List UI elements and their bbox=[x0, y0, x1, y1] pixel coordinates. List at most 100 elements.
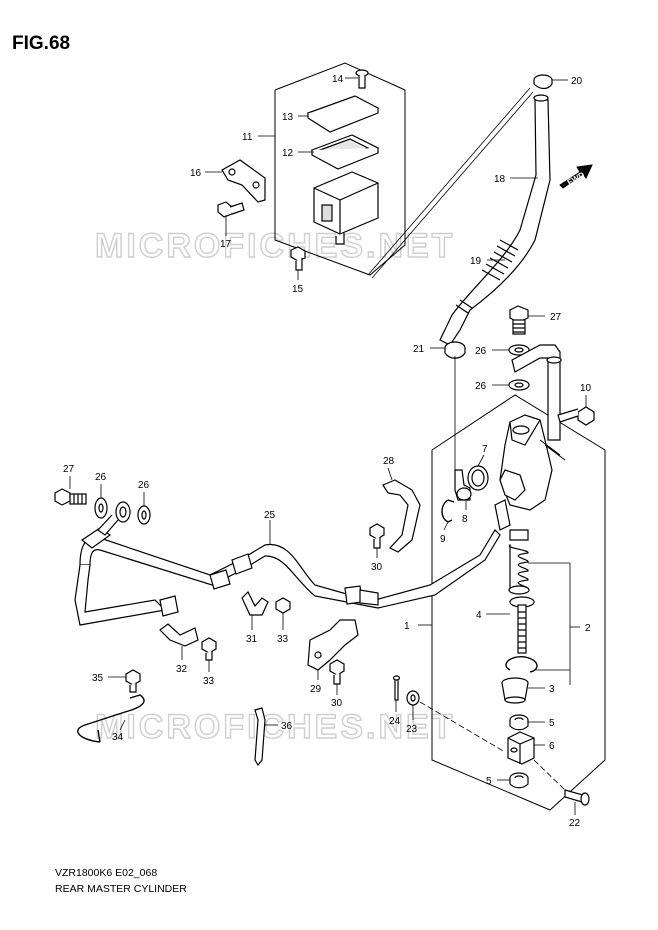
callout-26-left-1: 26 bbox=[95, 472, 107, 483]
callout-33-upper: 33 bbox=[277, 634, 289, 645]
figure-title: FIG.68 bbox=[12, 33, 71, 54]
callout-33-lower: 33 bbox=[203, 676, 215, 687]
clamp-32 bbox=[159, 623, 199, 647]
boot-3 bbox=[501, 677, 529, 704]
washer-26-lower bbox=[508, 379, 530, 391]
union-bolt-27-left bbox=[54, 488, 87, 506]
circlip-9 bbox=[441, 499, 455, 523]
callout-6: 6 bbox=[549, 741, 555, 752]
bolt-35 bbox=[125, 669, 141, 693]
forward-arrow-icon: FWD bbox=[559, 164, 593, 189]
bracket-28 bbox=[382, 479, 421, 553]
reservoir-cap bbox=[306, 95, 380, 133]
callout-30-lower: 30 bbox=[331, 698, 343, 709]
callout-24: 24 bbox=[389, 716, 401, 727]
callout-13: 13 bbox=[282, 112, 294, 123]
cotter-pin-24 bbox=[392, 675, 401, 701]
o-ring-7 bbox=[467, 465, 489, 491]
callout-21: 21 bbox=[413, 344, 425, 355]
callout-10: 10 bbox=[580, 383, 592, 394]
banjo-fitting-left bbox=[97, 501, 131, 536]
callout-31: 31 bbox=[246, 634, 258, 645]
piston-spring bbox=[508, 529, 530, 595]
screw-14 bbox=[355, 69, 369, 89]
callout-22: 22 bbox=[569, 818, 581, 829]
reservoir-tank bbox=[313, 171, 379, 245]
callout-27-left: 27 bbox=[63, 464, 75, 475]
clamp-31 bbox=[241, 590, 269, 616]
supply-hose bbox=[439, 94, 551, 346]
callout-1: 1 bbox=[404, 621, 410, 632]
master-cylinder-group-box bbox=[431, 394, 606, 811]
cable-tie-36 bbox=[254, 707, 266, 767]
washer-26-left-1 bbox=[94, 497, 108, 519]
callout-12: 12 bbox=[282, 148, 294, 159]
push-rod-4 bbox=[509, 596, 535, 654]
washer-26-left-2 bbox=[137, 505, 151, 525]
bolt-10 bbox=[557, 406, 595, 426]
callout-26-upper: 26 bbox=[475, 346, 487, 357]
callout-28: 28 bbox=[383, 456, 395, 467]
callout-30-upper: 30 bbox=[371, 562, 383, 573]
pin-22 bbox=[564, 789, 590, 806]
callout-32: 32 bbox=[176, 664, 188, 675]
leader-lines bbox=[69, 77, 587, 815]
bracket-16 bbox=[221, 159, 266, 203]
part-group-name: REAR MASTER CYLINDER bbox=[55, 883, 187, 895]
clevis-6 bbox=[507, 731, 535, 765]
watermark-bottom: MICROFICHES.NET bbox=[95, 708, 455, 746]
master-cylinder-body bbox=[494, 414, 566, 531]
bracket-29 bbox=[307, 619, 359, 671]
callout-26-lower: 26 bbox=[475, 381, 487, 392]
callout-15: 15 bbox=[292, 284, 304, 295]
pin-axis-line bbox=[419, 701, 506, 753]
callout-17: 17 bbox=[220, 239, 232, 250]
reservoir-diaphragm bbox=[310, 134, 380, 170]
callout-18: 18 bbox=[494, 174, 506, 185]
nut-5-upper bbox=[509, 714, 529, 731]
hose-leader-lines bbox=[367, 87, 534, 470]
wire-clip-34 bbox=[77, 694, 145, 743]
pin-axis-line-2 bbox=[533, 759, 566, 791]
bolt-33-upper bbox=[275, 597, 291, 614]
callout-labels: 14 13 12 11 16 17 15 20 18 19 21 27 26 2… bbox=[63, 74, 592, 829]
callout-11: 11 bbox=[242, 132, 253, 143]
snap-ring bbox=[505, 656, 538, 673]
bolt-17 bbox=[217, 201, 245, 218]
callout-8: 8 bbox=[462, 514, 468, 525]
callout-25: 25 bbox=[264, 510, 276, 521]
callout-5-lower: 5 bbox=[486, 776, 492, 787]
hose-clamp-21 bbox=[444, 341, 466, 359]
bolt-30-upper bbox=[369, 523, 385, 549]
hose-clamp-20 bbox=[533, 74, 553, 90]
callout-16: 16 bbox=[190, 168, 202, 179]
callout-26-left-2: 26 bbox=[138, 480, 150, 491]
bolt-15 bbox=[290, 246, 306, 271]
inlet-connector-8 bbox=[454, 469, 472, 501]
callout-3: 3 bbox=[549, 684, 555, 695]
callout-34: 34 bbox=[112, 732, 124, 743]
callout-7: 7 bbox=[482, 444, 488, 455]
callout-20: 20 bbox=[571, 76, 583, 87]
model-code: VZR1800K6 E02_068 bbox=[55, 867, 158, 879]
washer-26-upper bbox=[508, 344, 530, 356]
washer-23 bbox=[406, 690, 420, 706]
bolt-30-lower bbox=[329, 659, 345, 685]
callout-2: 2 bbox=[585, 623, 591, 634]
callout-27-upper: 27 bbox=[550, 312, 562, 323]
callout-29: 29 bbox=[310, 684, 322, 695]
callout-14: 14 bbox=[332, 74, 344, 85]
union-bolt-27-upper bbox=[509, 305, 529, 335]
nut-5-lower bbox=[509, 772, 529, 789]
brake-hose-25 bbox=[74, 527, 501, 626]
callout-4: 4 bbox=[476, 610, 482, 621]
brake-pipe-upper bbox=[511, 344, 562, 441]
callout-35: 35 bbox=[92, 673, 104, 684]
callout-23: 23 bbox=[406, 724, 418, 735]
callout-19: 19 bbox=[470, 256, 482, 267]
bolt-33-lower bbox=[201, 637, 217, 661]
reservoir-group-box bbox=[274, 62, 406, 276]
callout-36: 36 bbox=[281, 721, 293, 732]
callout-9: 9 bbox=[440, 534, 446, 545]
